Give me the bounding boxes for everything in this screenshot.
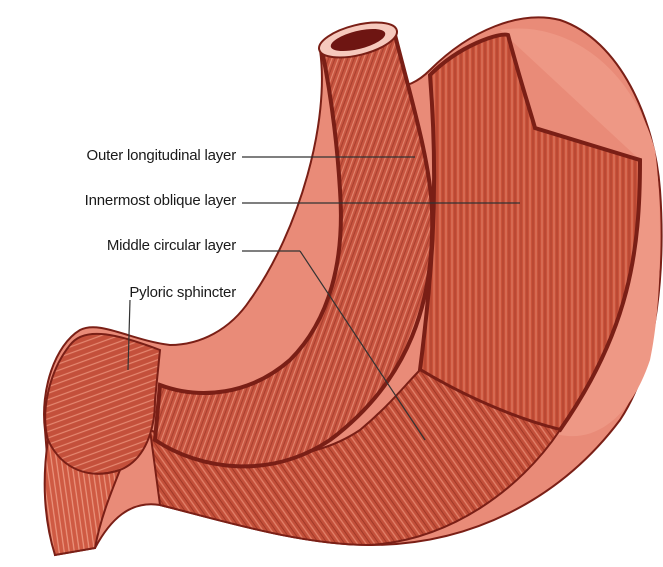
label-outer-longitudinal-layer: Outer longitudinal layer [87,147,236,164]
label-innermost-oblique-layer: Innermost oblique layer [85,192,236,209]
label-middle-circular-layer: Middle circular layer [107,237,236,254]
label-pyloric-sphincter: Pyloric sphincter [129,284,236,301]
